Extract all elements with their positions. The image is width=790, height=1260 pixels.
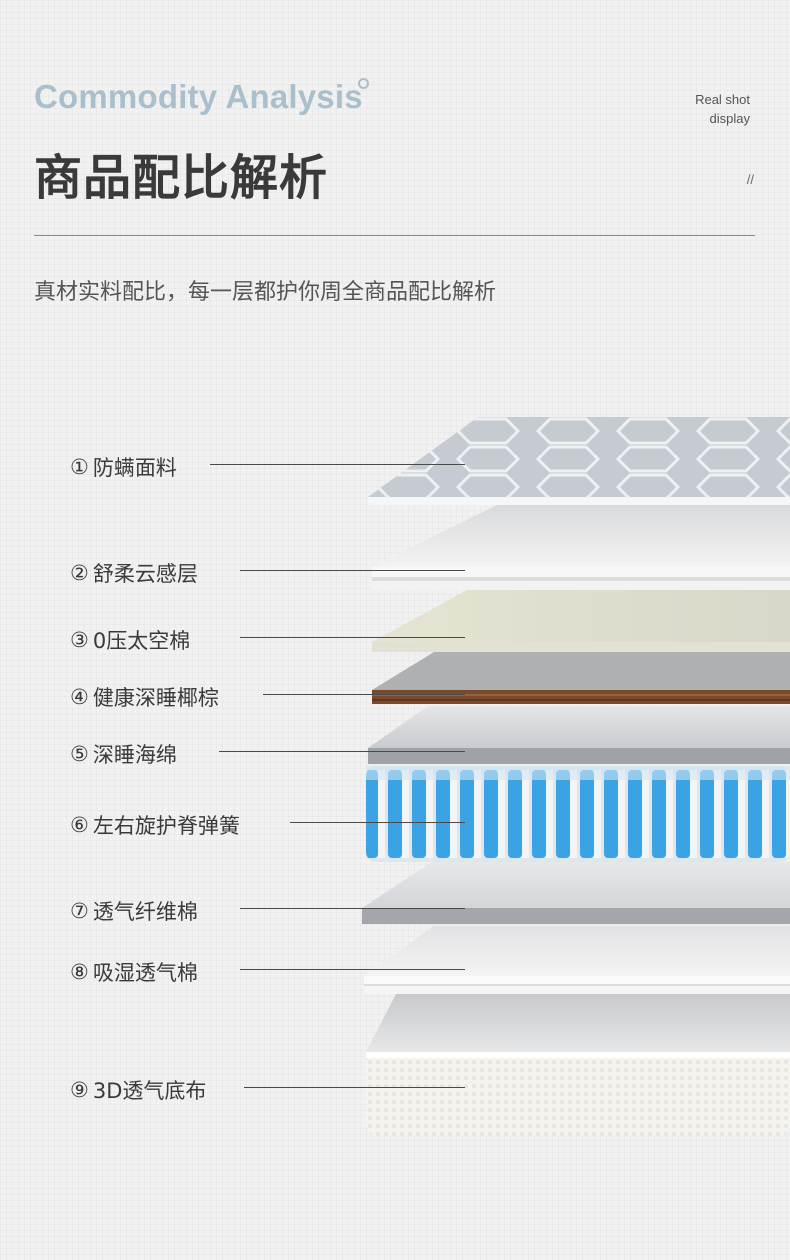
fiber-cotton-graphic bbox=[362, 862, 790, 924]
page-title: 商品配比解析 bbox=[34, 150, 329, 206]
label-number: ⑨ bbox=[70, 1078, 89, 1102]
foam-layer-graphic bbox=[368, 706, 790, 764]
label-text: 透气纤维棉 bbox=[92, 900, 198, 924]
leader-line-5 bbox=[219, 751, 465, 752]
description: 真材实料配比，每一层都护你周全商品配比解析 bbox=[34, 280, 497, 305]
label-layer-2: ② 舒柔云感层 bbox=[70, 558, 198, 588]
label-layer-3: ③ 0压太空棉 bbox=[70, 625, 190, 655]
label-layer-6: ⑥ 左右旋护脊弹簧 bbox=[70, 810, 240, 840]
label-text: 舒柔云感层 bbox=[92, 562, 198, 586]
layer-deep-sleep-foam bbox=[368, 706, 790, 766]
leader-line-3 bbox=[240, 637, 465, 638]
label-number: ③ bbox=[70, 628, 89, 652]
label-layer-7: ⑦ 透气纤维棉 bbox=[70, 896, 198, 926]
space-cotton-graphic bbox=[372, 590, 790, 652]
label-text: 深睡海绵 bbox=[92, 743, 177, 767]
label-text: 吸湿透气棉 bbox=[92, 961, 198, 985]
divider bbox=[34, 235, 755, 236]
layer-pocket-springs bbox=[362, 766, 790, 862]
quilted-fabric-graphic bbox=[368, 417, 790, 505]
coir-layer-graphic bbox=[372, 652, 790, 704]
real-shot-line2: display bbox=[709, 111, 750, 126]
label-number: ⑤ bbox=[70, 742, 89, 766]
label-layer-8: ⑧ 吸湿透气棉 bbox=[70, 957, 198, 987]
label-text: 防螨面料 bbox=[92, 456, 177, 480]
label-text: 健康深睡椰棕 bbox=[92, 686, 219, 710]
label-number: ① bbox=[70, 455, 89, 479]
layer-coir bbox=[372, 652, 790, 706]
leader-line-8 bbox=[240, 969, 465, 970]
pocket-springs-graphic bbox=[366, 766, 790, 862]
label-layer-9: ⑨ 3D透气底布 bbox=[70, 1075, 206, 1105]
leader-line-2 bbox=[240, 570, 465, 571]
label-number: ⑧ bbox=[70, 960, 89, 984]
bottom-fabric-graphic bbox=[366, 994, 790, 1136]
layer-3d-bottom-fabric bbox=[366, 994, 790, 1136]
degree-mark-icon bbox=[358, 78, 369, 89]
label-text: 左右旋护脊弹簧 bbox=[92, 814, 240, 838]
real-shot-label: Real shot display bbox=[695, 90, 750, 128]
layer-anti-mite-fabric bbox=[368, 417, 790, 505]
cloud-layer-graphic bbox=[372, 505, 790, 590]
layer-space-cotton bbox=[372, 590, 790, 652]
slashes-mark: // bbox=[746, 172, 754, 187]
label-layer-4: ④ 健康深睡椰棕 bbox=[70, 682, 219, 712]
leader-line-6 bbox=[290, 822, 465, 823]
leader-line-9 bbox=[244, 1087, 465, 1088]
real-shot-line1: Real shot bbox=[695, 92, 750, 107]
subtitle-en: Commodity Analysis bbox=[34, 78, 363, 115]
label-layer-1: ① 防螨面料 bbox=[70, 452, 177, 482]
label-layer-5: ⑤ 深睡海绵 bbox=[70, 739, 177, 769]
layer-cloud-soft bbox=[372, 505, 790, 590]
label-number: ② bbox=[70, 561, 89, 585]
label-number: ⑦ bbox=[70, 899, 89, 923]
leader-line-7 bbox=[240, 908, 465, 909]
label-number: ④ bbox=[70, 685, 89, 709]
layer-moisture-cotton bbox=[364, 926, 790, 994]
label-text: 0压太空棉 bbox=[92, 629, 191, 653]
label-number: ⑥ bbox=[70, 813, 89, 837]
leader-line-1 bbox=[210, 464, 465, 465]
layer-fiber-cotton bbox=[362, 862, 790, 926]
leader-line-4 bbox=[263, 694, 465, 695]
moisture-cotton-graphic bbox=[364, 926, 790, 994]
label-text: 3D透气底布 bbox=[92, 1079, 207, 1103]
